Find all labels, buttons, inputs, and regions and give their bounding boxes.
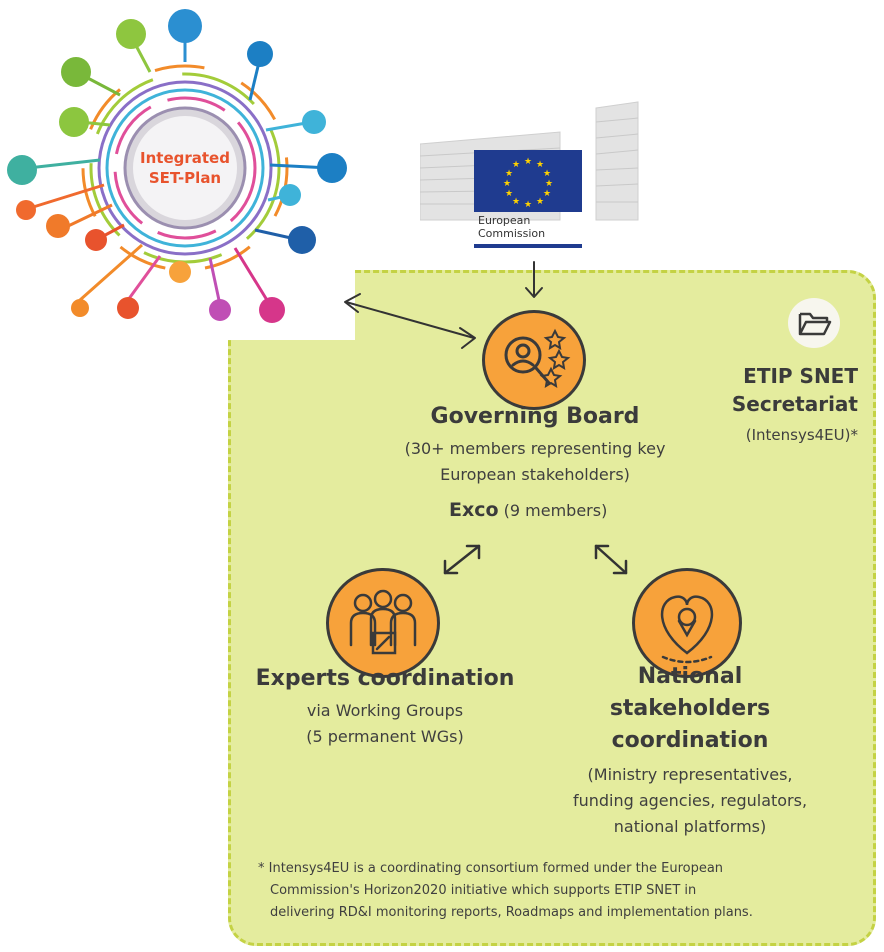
set-plan-title-line2: SET-Plan: [148, 169, 222, 187]
exco-desc: (9 members): [503, 501, 608, 520]
berlaymont-building-icon: ★★★ ★★★ ★★★ ★★★: [419, 101, 639, 248]
secretariat-desc: (Intensys4EU)*: [745, 426, 858, 444]
exco-title: Exco: [449, 499, 499, 521]
svg-text:★: ★: [545, 179, 553, 189]
footnote: * Intensys4EU is a coordinating consorti…: [258, 858, 868, 924]
svg-text:★: ★: [505, 169, 513, 179]
svg-text:★: ★: [512, 160, 520, 170]
national-title-line2: stakeholders: [609, 696, 771, 721]
national-desc-line3: national platforms): [613, 817, 767, 836]
exco-line: Exco (9 members): [449, 496, 689, 525]
svg-text:★: ★: [524, 200, 532, 210]
svg-text:★: ★: [536, 160, 544, 170]
svg-text:★: ★: [512, 197, 520, 207]
national-desc-line2: funding agencies, regulators,: [572, 791, 808, 810]
footnote-line1: * Intensys4EU is a coordinating consorti…: [258, 861, 724, 876]
experts-desc-line2: (5 permanent WGs): [306, 727, 464, 746]
ec-label-line2: Commission: [478, 227, 546, 240]
experts-group-icon: [326, 568, 440, 678]
national-title-line3: coordination: [611, 728, 769, 753]
national-desc-line1: (Ministry representatives,: [587, 765, 793, 784]
ec-label-line1: European: [478, 214, 531, 227]
national-map-pin-icon: [632, 568, 742, 678]
svg-text:★: ★: [543, 189, 551, 199]
experts-title: Experts coordination: [255, 666, 515, 691]
european-commission-logo: ★★★ ★★★ ★★★ ★★★ European Commission: [419, 92, 640, 262]
svg-text:★: ★: [505, 189, 513, 199]
svg-text:★: ★: [536, 197, 544, 207]
footnote-line3: delivering RD&I monitoring reports, Road…: [270, 905, 753, 920]
national-title-line1: National: [637, 664, 743, 689]
secretariat-title-line2: Secretariat: [731, 392, 858, 416]
governing-board-icon: [482, 310, 586, 410]
svg-text:★: ★: [524, 157, 532, 167]
secretariat-title-line1: ETIP SNET: [743, 364, 858, 388]
set-plan-graphic: [7, 9, 347, 323]
folder-icon: [788, 298, 840, 348]
set-plan-wheel: Integrated SET-Plan: [0, 0, 355, 340]
set-plan-title-line1: Integrated: [140, 149, 230, 167]
experts-desc-line1: via Working Groups: [306, 701, 464, 720]
governing-board-desc-line1: (30+ members representing key: [404, 439, 666, 458]
governing-board-title: Governing Board: [430, 404, 640, 429]
svg-text:★: ★: [543, 169, 551, 179]
footnote-line2: Commission's Horizon2020 initiative whic…: [270, 883, 697, 898]
svg-text:★: ★: [503, 179, 511, 189]
governing-board-desc-line2: European stakeholders): [440, 465, 630, 484]
